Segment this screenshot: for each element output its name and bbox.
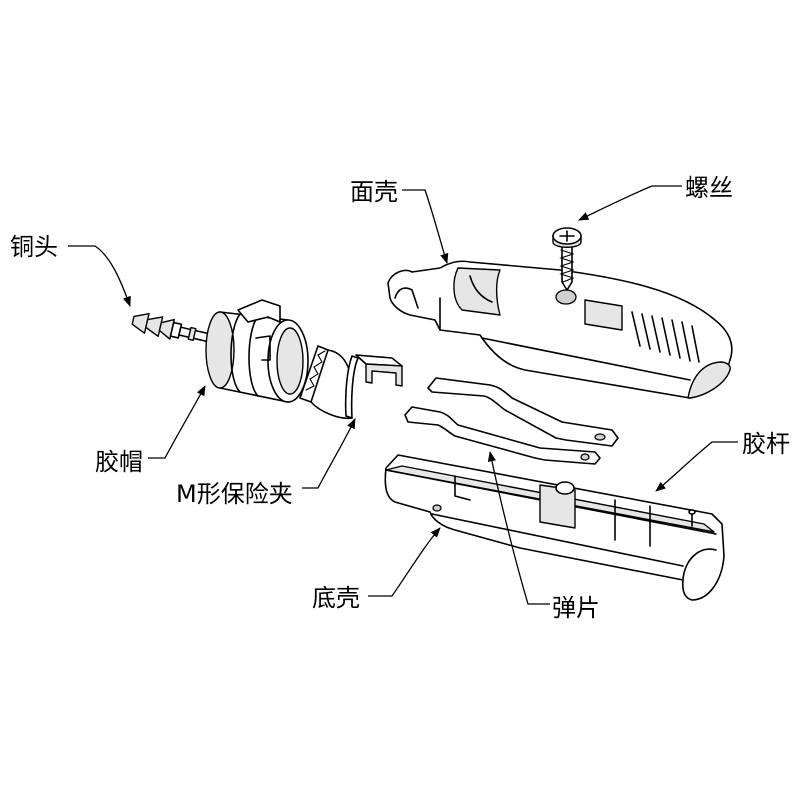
label-top-shell: 面壳 xyxy=(350,178,398,206)
leader-rubber-rod xyxy=(655,441,738,492)
leader-rubber-cap xyxy=(148,385,206,459)
leader-top-shell xyxy=(402,189,449,264)
label-rubber-rod: 胶杆 xyxy=(742,430,790,458)
top-shell-recess xyxy=(584,299,623,331)
m-fuse-clip-part xyxy=(299,345,403,420)
label-bottom-shell: 底壳 xyxy=(312,584,360,612)
label-spring-plate: 弹片 xyxy=(552,594,600,622)
bottom-shell-end-curve xyxy=(682,548,717,581)
screw-thread xyxy=(559,249,575,283)
label-screw: 螺丝 xyxy=(685,174,733,202)
copper-head-part xyxy=(131,313,217,344)
top-shell-bottom-edge xyxy=(481,337,691,381)
top-shell-window-hook xyxy=(469,275,493,303)
m-fuse-clip-connector xyxy=(327,349,351,373)
rubber-cap-rib-1 xyxy=(230,313,241,393)
spring-plate-lower xyxy=(404,406,601,465)
copper-head-barb-1 xyxy=(131,313,150,334)
leader-copper-head xyxy=(68,245,131,307)
rubber-cap-notch xyxy=(255,335,271,361)
bottom-shell-left-wall xyxy=(454,475,471,501)
top-shell-tongue-slot xyxy=(394,287,419,309)
top-shell-ribs xyxy=(631,311,700,363)
spring-plate-upper xyxy=(427,377,619,447)
bottom-shell-part xyxy=(384,454,725,601)
spring-plate-upper-hole xyxy=(594,433,606,441)
copper-head-barb-2 xyxy=(145,316,164,338)
leader-screw xyxy=(578,185,682,221)
top-shell-screw-hole xyxy=(555,289,577,305)
bottom-shell-pin-top xyxy=(688,509,696,515)
rubber-cap-opening xyxy=(276,327,304,395)
m-fuse-clip-spring xyxy=(305,350,326,391)
bottom-shell-dividers xyxy=(614,499,651,547)
bottom-shell-front-edge xyxy=(431,513,684,567)
label-copper-head: 铜头 xyxy=(10,233,58,261)
label-rubber-cap: 胶帽 xyxy=(95,448,143,476)
leader-bottom-shell xyxy=(368,527,441,597)
spring-plate-lower-hole xyxy=(580,453,590,461)
rubber-cap-tab xyxy=(237,299,281,323)
rubber-cap-part xyxy=(205,299,309,403)
rubber-cap-rib-2 xyxy=(248,315,259,397)
copper-head-ring xyxy=(187,326,197,342)
rubber-cap-back-face xyxy=(205,311,235,389)
leader-spring-plate xyxy=(487,450,550,605)
screw-cross xyxy=(559,230,575,242)
bottom-shell-boss xyxy=(555,481,575,495)
m-fuse-clip-strip xyxy=(344,355,359,419)
top-shell-end-arch xyxy=(687,361,731,399)
leader-m-fuse-clip xyxy=(302,418,356,489)
spring-plate-part xyxy=(404,377,619,465)
top-shell-part xyxy=(387,260,733,399)
label-m-fuse-clip: M形保险夹 xyxy=(176,480,293,508)
screw-part xyxy=(552,227,582,291)
bottom-shell-hole xyxy=(432,504,442,512)
m-fuse-clip-bracket-front xyxy=(365,363,403,387)
